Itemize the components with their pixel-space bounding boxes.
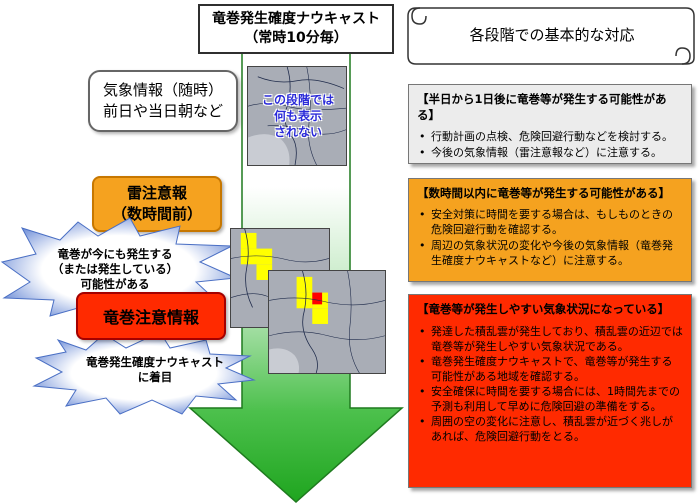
map-no-display-svg — [248, 67, 346, 165]
map-no-display-text: この段階では 何も表示 されない — [252, 90, 344, 142]
panel2-item: 安全対策に時間を要する場合は、もしものときの危険回避行動を確認する。 — [417, 207, 683, 237]
response-panel-tornado-likely: 【竜巻等が発生しやすい気象状況になっている】 発達した積乱雲が発生しており、積乱… — [408, 294, 692, 488]
panel2-heading: 【数時間以内に竜巻等が発生する可能性がある】 — [417, 186, 670, 200]
burst-focus-nowcast-text: 竜巻発生確度ナウキャスト に着目 — [70, 352, 240, 388]
stage-weather-info-line1: 気象情報（随時） — [102, 81, 223, 99]
response-panel-hours: 【数時間以内に竜巻等が発生する可能性がある】 安全対策に時間を要する場合は、もし… — [408, 178, 692, 282]
panel1-heading: 【半日から1日後に竜巻等が発生する可能性がある】 — [417, 92, 667, 122]
stage-weather-info-line2: 前日や当日朝など — [102, 102, 223, 120]
map1-text-line1: この段階では — [261, 93, 334, 107]
panel2-list: 安全対策に時間を要する場合は、もしものときの危険回避行動を確認する。 周辺の気象… — [417, 207, 683, 268]
panel3-item: 竜巻発生確度ナウキャストで、竜巻等が発生する可能性がある地域を確認する。 — [417, 355, 683, 384]
burst2-line2: に着目 — [137, 370, 173, 384]
map-red-alert — [268, 270, 386, 374]
nowcast-title-line1: 竜巻発生確度ナウキャスト — [212, 11, 380, 27]
nowcast-title-line2: （常時10分毎） — [244, 30, 348, 46]
stage-thunder-advisory-line2: （数時間前） — [111, 205, 202, 223]
panel3-item: 安全確保に時間を要する場合には、1時間先までの予測も利用して早めに危険回避の準備… — [417, 385, 683, 414]
panel3-list: 発達した積乱雲が発生しており、積乱雲の近辺では竜巻等が発生しやすい気象状況である… — [417, 325, 683, 444]
panel1-list: 行動計画の点検、危険回避行動などを検討する。 今後の気象情報（雷注意報など）に注… — [417, 129, 683, 160]
map-no-display — [247, 66, 347, 166]
map1-text-line2: 何も表示 — [273, 109, 322, 123]
burst1-line1: 竜巻が今にも発生する — [57, 246, 173, 261]
nowcast-title-box: 竜巻発生確度ナウキャスト （常時10分毎） — [198, 4, 394, 54]
map1-text-line3: されない — [273, 125, 322, 139]
scroll-banner — [407, 7, 695, 65]
stage-tornado-warning-label: 竜巻注意情報 — [102, 308, 199, 327]
panel1-item: 今後の気象情報（雷注意報など）に注意する。 — [417, 145, 683, 160]
panel3-item: 発達した積乱雲が発生しており、積乱雲の近辺では竜巻等が発生しやすい気象状況である… — [417, 325, 683, 354]
burst2-line1: 竜巻発生確度ナウキャスト — [86, 355, 224, 369]
stage-thunder-advisory: 雷注意報 （数時間前） — [92, 176, 222, 232]
burst-tornado-imminent-text: 竜巻が今にも発生する （または発生している） 可能性がある — [40, 244, 190, 294]
burst1-line2: （または発生している） — [51, 261, 179, 276]
stage-thunder-advisory-line1: 雷注意報 — [126, 184, 187, 202]
basic-response-title: 各段階での基本的な対応 — [469, 25, 635, 44]
stage-weather-info: 気象情報（随時） 前日や当日朝など — [88, 70, 238, 132]
panel2-item: 周辺の気象状況の変化や今後の気象情報（竜巻発生確度ナウキャストなど）に注意する。 — [417, 238, 683, 268]
map-red-alert-svg — [269, 271, 385, 373]
panel1-item: 行動計画の点検、危険回避行動などを検討する。 — [417, 129, 683, 144]
panel3-item: 周囲の空の変化に注意し、積乱雲が近づく兆しがあれば、危険回避行動をとる。 — [417, 415, 683, 444]
stage-tornado-warning: 竜巻注意情報 — [76, 292, 226, 340]
panel3-heading: 【竜巻等が発生しやすい気象状況になっている】 — [417, 302, 670, 316]
response-panel-half-day: 【半日から1日後に竜巻等が発生する可能性がある】 行動計画の点検、危険回避行動な… — [408, 84, 692, 164]
burst1-line3: 可能性がある — [80, 276, 150, 291]
map-yellow-alert-svg — [231, 229, 329, 327]
